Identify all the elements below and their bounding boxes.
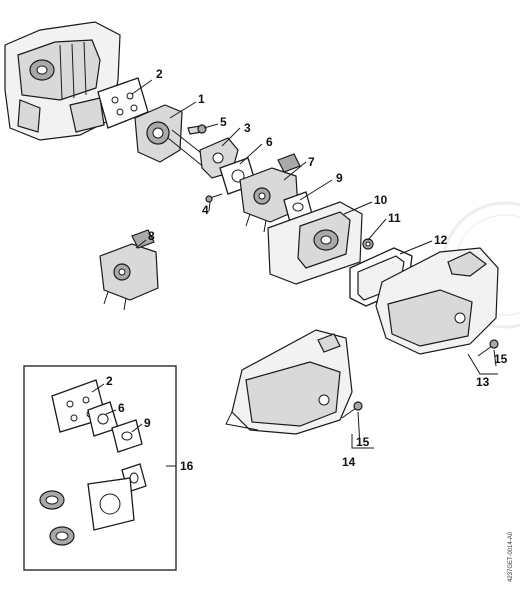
filter-cover-14 [225,329,353,435]
intake-flange-1 [134,104,211,169]
callout-14: 14 [342,455,356,469]
kit-callout-2: 2 [106,374,113,388]
screw-15-lower [341,401,363,419]
callout-10: 10 [374,193,388,207]
kit-callout-6: 6 [118,401,125,415]
leader-lines [91,79,498,467]
screw-5 [187,124,207,135]
carburetor-8 [99,229,159,311]
document-id: 4237GET-0014-A0 [508,531,514,582]
gasket-2 [97,77,149,129]
callout-12: 12 [434,233,448,247]
callout-6: 6 [266,135,273,149]
callout-13: 13 [476,375,490,389]
callout-1: 1 [198,92,205,106]
filter-base-10 [267,201,363,285]
carburetor-7 [239,153,301,233]
screw-4 [205,193,223,203]
callout-4: 4 [202,203,209,217]
callout-15-right: 15 [494,352,508,366]
callout-11: 11 [388,211,401,225]
callout-5: 5 [220,115,227,129]
callout-16: 16 [180,459,194,473]
gasket-kit-box [23,365,177,571]
engine-block [4,21,121,141]
screw-15-right [477,339,499,357]
callout-8: 8 [148,229,155,243]
kit-callout-9: 9 [144,416,151,430]
callout-2: 2 [156,67,163,81]
callout-3: 3 [244,121,251,135]
callout-9: 9 [336,171,343,185]
callout-15-lower: 15 [356,435,370,449]
filter-cover-13 [375,247,499,355]
nut-11 [362,238,374,250]
callout-7: 7 [308,155,315,169]
